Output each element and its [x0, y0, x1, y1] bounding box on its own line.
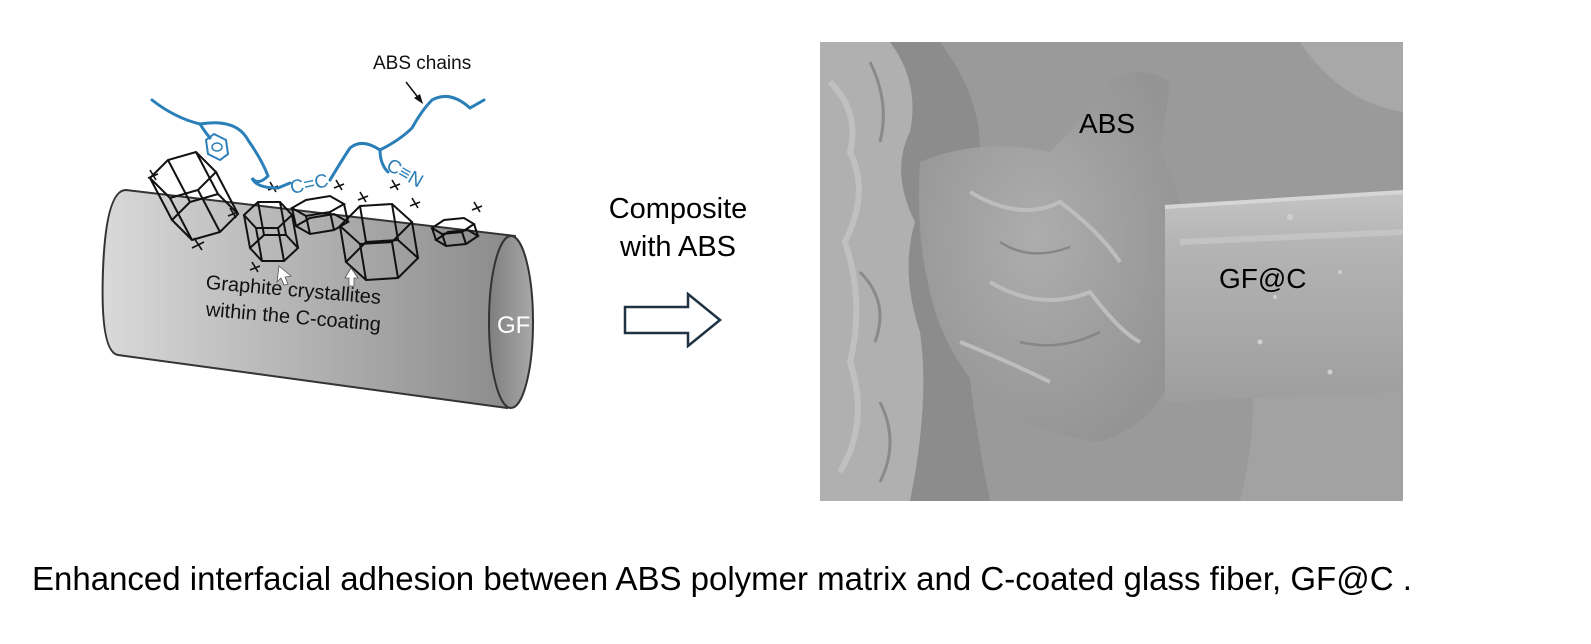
bond-ticks	[147, 169, 483, 273]
crystallite-5	[430, 216, 480, 248]
transition-line1: Composite	[608, 193, 748, 225]
sem-fiber-label: GF@C	[1219, 263, 1307, 294]
fiber-schematic: GF	[101, 53, 534, 410]
double-bond-label: C=C	[288, 170, 330, 199]
fiber-label: GF	[497, 312, 530, 339]
transition-label: Composite with ABS	[588, 190, 768, 266]
sem-abs-label: ABS	[1079, 108, 1136, 139]
abs-chains-label: ABS chains	[373, 53, 471, 74]
crystallite-3	[289, 194, 351, 236]
figure-caption: Enhanced interfacial adhesion between AB…	[32, 560, 1412, 597]
crystallite-pointer-arrows	[276, 265, 359, 287]
abs-polymer-chain	[150, 94, 486, 190]
crystallite-2	[242, 201, 300, 262]
right-arrow-icon	[623, 292, 722, 348]
glass-fiber-cylinder: GF	[101, 188, 534, 410]
sem-micrograph: ABS GF@C	[820, 42, 1403, 501]
chain-label-arrow	[405, 81, 423, 104]
crystallite-4	[338, 202, 420, 282]
graphite-crystallites	[147, 150, 483, 282]
crystallite-1	[148, 150, 240, 242]
triple-bond-label: C≡N	[383, 155, 427, 192]
transition-line2: with ABS	[619, 231, 737, 263]
